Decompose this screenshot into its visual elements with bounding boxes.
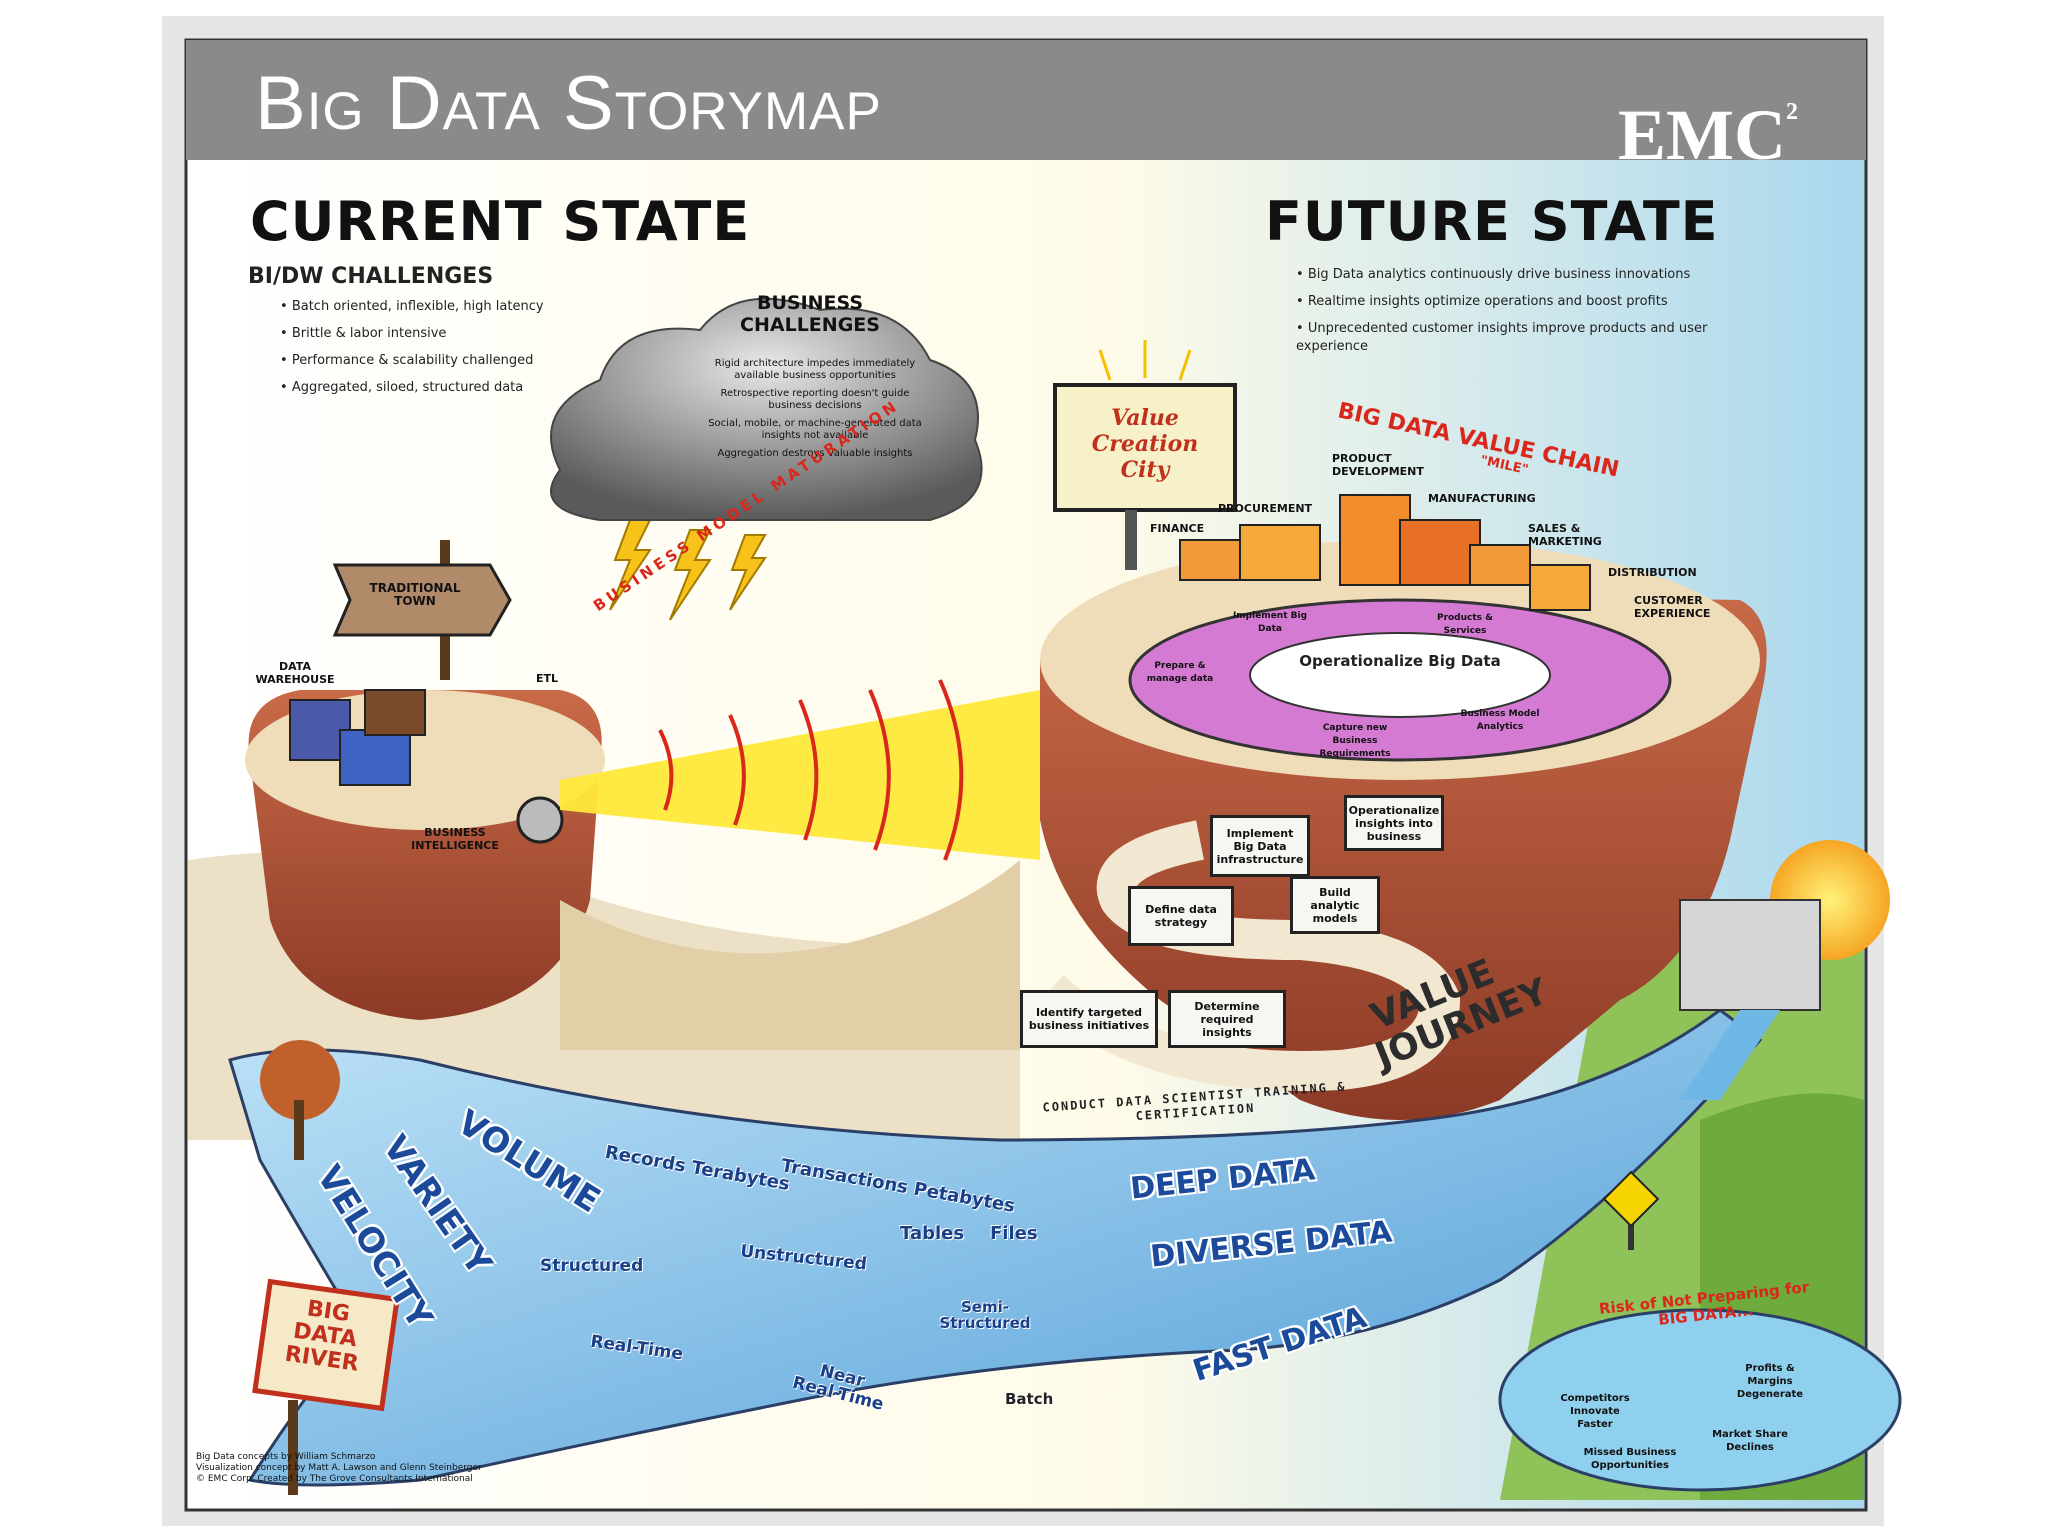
station-finance: FINANCE [1150,522,1205,535]
river-sign-shape [252,1278,400,1412]
list-item: Batch oriented, inflexible, high latency [280,298,620,316]
list-item: Aggregation destroys valuable insights [717,448,913,459]
list-item: Retrospective reporting doesn't guide bu… [720,388,910,411]
risk-pond [1498,1308,1902,1492]
credits: Big Data concepts by William Schmarzo Vi… [196,1452,482,1485]
risk-item: Missed Business Opportunities [1583,1447,1677,1471]
future-state-bullets: Big Data analytics continuously drive bu… [1296,266,1756,365]
journey-sign: Operationalize insights into business [1344,795,1444,851]
business-challenges-title: BUSINESS CHALLENGES [740,292,880,336]
town-sign-shape [332,563,512,637]
business-intelligence-label: BUSINESS INTELLIGENCE [411,826,499,852]
list-item: Rigid architecture impedes immediately a… [714,358,916,381]
journey-sign: Build analytic models [1290,876,1380,934]
ring-segment: Implement Big Data [1232,611,1308,634]
river-label-tables: Tables [900,1223,965,1244]
current-state-bullets: Batch oriented, inflexible, high latency… [280,298,620,406]
journey-sign: Implement Big Data infrastructure [1210,815,1310,877]
credit-line: Big Data concepts by William Schmarzo [196,1452,376,1462]
list-item: Performance & scalability challenged [280,352,620,370]
ring-segment: Products & Services [1436,613,1494,636]
brand-sup: 2 [1785,99,1798,125]
big-data-river-sign: BIG DATA RIVER [283,1296,361,1377]
magnifier-icon [516,796,564,844]
value-chain-buildings [1179,494,1591,611]
station-procurement: PROCUREMENT [1218,502,1313,515]
data-warehouse-label: DATA WAREHOUSE [255,660,335,686]
station-sales-marketing: SALES & MARKETING [1528,522,1602,548]
risk-item: Competitors Innovate Faster [1560,1393,1630,1430]
station-customer-experience: CUSTOMER EXPERIENCE [1634,594,1711,620]
billboard [1053,383,1237,512]
list-item: Big Data analytics continuously drive bu… [1296,266,1756,284]
billboard-rays [1098,340,1192,381]
dam [1679,899,1821,1011]
big-data-river [228,1008,1763,1487]
brand-name: EMC [1618,95,1786,175]
lightning-icon [609,519,767,621]
station-manufacturing: MANUFACTURING [1428,492,1536,505]
journey-sign: Identify targeted business initiatives [1020,990,1158,1048]
credit-line: © EMC Corp. Created by The Grove Consult… [196,1474,473,1484]
maturation-beam [560,690,1040,860]
brand-logo: EMC2 [1618,70,1798,177]
header-bar [186,40,1866,160]
ring-segment: Capture new Business Requirements [1319,723,1391,759]
traditional-town-sign: TRADITIONAL TOWN [369,581,461,608]
maturation-arcs [658,679,964,861]
ring-segment: Business Model Analytics [1460,709,1540,732]
ring-center-label: Operationalize Big Data [1299,652,1501,670]
river-label-files: Files [990,1223,1038,1244]
journey-sign: Determine required insights [1168,990,1286,1048]
river-label-structured: Structured [540,1256,644,1276]
river-label-semi-structured: Semi-Structured [939,1298,1031,1332]
list-item: Realtime insights optimize operations an… [1296,293,1756,311]
journey-sign: Define data strategy [1128,886,1234,946]
etl-label: ETL [535,672,559,685]
current-state-subtitle: BI/DW CHALLENGES [248,264,494,289]
list-item: Social, mobile, or machine-generated dat… [708,418,922,441]
caution-sign-icon [1602,1170,1660,1228]
list-item: Aggregated, siloed, structured data [280,379,620,397]
risk-item: Market Share Declines [1712,1429,1788,1453]
business-challenges-list: Rigid architecture impedes immediately a… [700,358,930,460]
future-state-title: FUTURE STATE [1265,190,1719,253]
station-distribution: DISTRIBUTION [1608,566,1697,579]
current-state-title: CURRENT STATE [250,190,751,253]
page-title: Big Data Storymap [255,61,882,146]
list-item: Unprecedented customer insights improve … [1296,320,1756,356]
risk-item: Profits & Margins Degenerate [1736,1363,1804,1400]
credit-line: Visualization concept by Matt A. Lawson … [196,1463,482,1473]
list-item: Brittle & labor intensive [280,325,620,343]
station-product-development: PRODUCT DEVELOPMENT [1332,452,1424,478]
river-label-batch: Batch [1005,1390,1054,1408]
billboard-text: Value Creation City [1091,405,1199,483]
ring-segment: Prepare & manage data [1146,661,1214,684]
